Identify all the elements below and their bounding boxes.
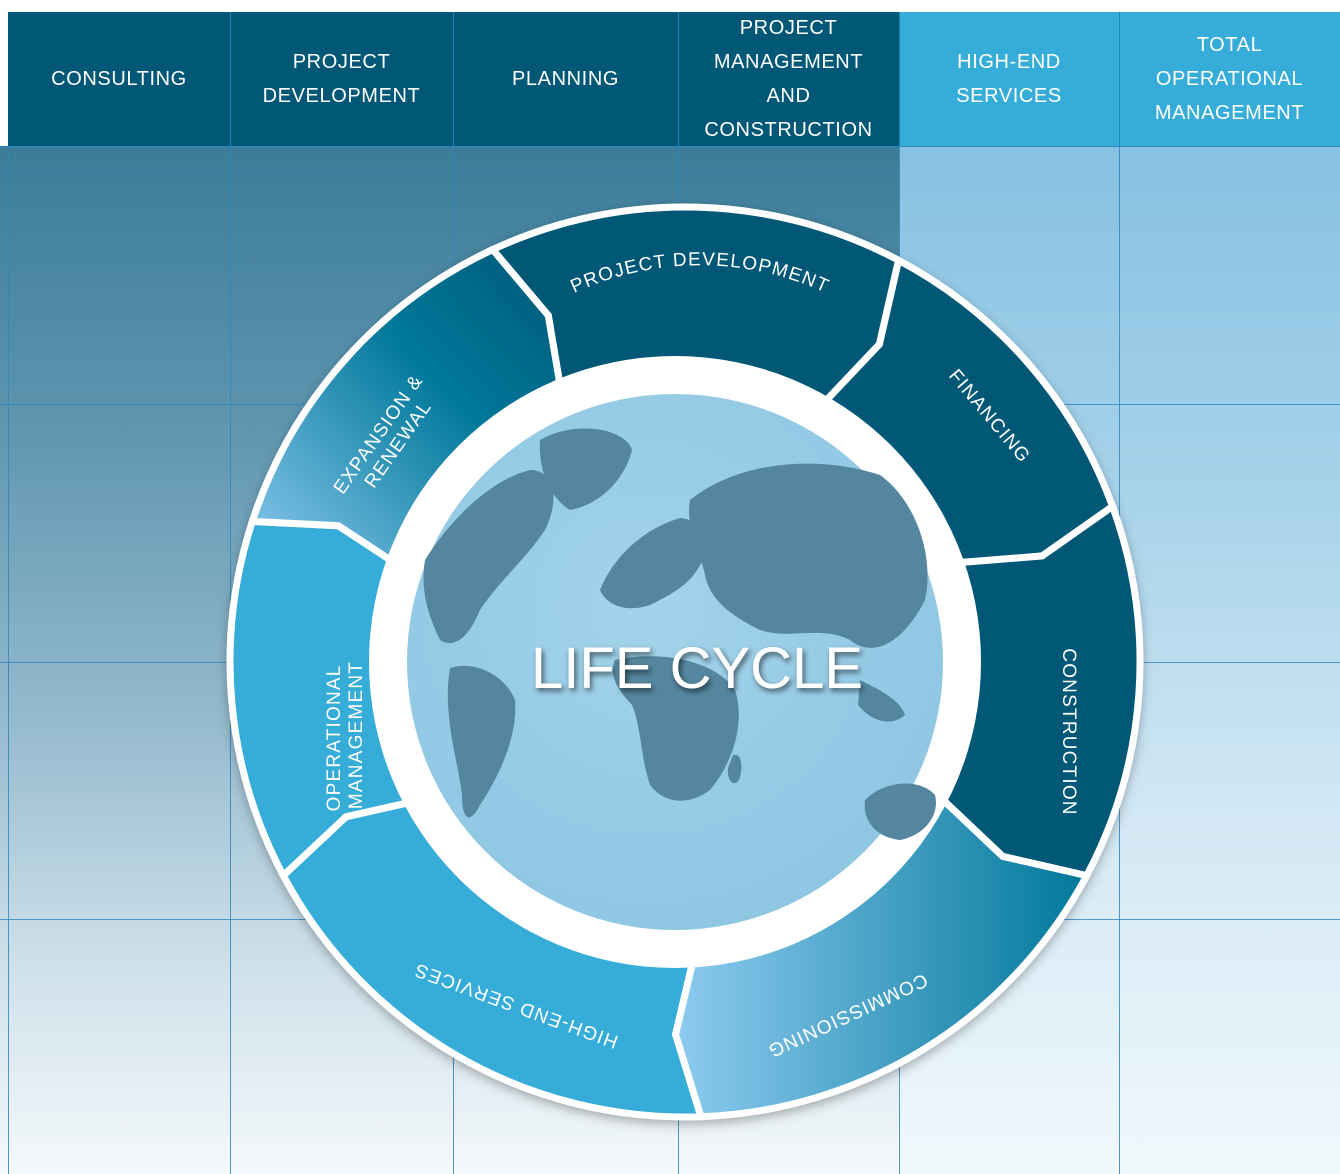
- header-label-consulting: CONSULTING: [51, 68, 187, 90]
- header-label-planning: PLANNING: [511, 68, 620, 90]
- continent-north-america: [423, 470, 554, 644]
- header-total-operational-management: TOTAL OPERATIONAL MANAGEMENT: [1119, 12, 1340, 146]
- continent-australia: [864, 783, 936, 840]
- header-separator: [678, 12, 679, 147]
- continent-southeast-asia: [858, 680, 905, 722]
- header-label-project-management-construction: PROJECT MANAGEMENT AND CONSTRUCTION: [704, 17, 873, 141]
- header-separator: [230, 12, 231, 147]
- header-separator: [899, 12, 900, 147]
- continent-greenland: [539, 428, 632, 510]
- header-high-end-services: HIGH-END SERVICES: [899, 12, 1119, 146]
- continent-europe: [600, 518, 708, 609]
- continent-south-america: [447, 665, 516, 818]
- header-planning: PLANNING: [453, 12, 678, 146]
- header-consulting: CONSULTING: [8, 12, 230, 146]
- header-separator: [1119, 12, 1120, 147]
- globe-continents: [423, 428, 936, 840]
- background-column-consulting: [0, 147, 230, 1174]
- header-bottom-line: [0, 146, 1340, 147]
- continent-asia: [688, 463, 928, 648]
- header-separator: [453, 12, 454, 147]
- header-project-management-construction: PROJECT MANAGEMENT AND CONSTRUCTION: [678, 12, 899, 146]
- segment-label-operational-management-line1: OPERATIONAL: [324, 665, 345, 811]
- header-label-project-development: PROJECT DEVELOPMENT: [262, 51, 421, 107]
- header-label-total-operational-management: TOTAL OPERATIONAL MANAGEMENT: [1154, 34, 1305, 124]
- header-project-development: PROJECT DEVELOPMENT: [230, 12, 453, 146]
- background-column-total-operational: [1119, 147, 1340, 1174]
- grid-line: [8, 147, 9, 1174]
- segment-label-operational-management-line2: MANAGEMENT: [346, 661, 367, 809]
- segment-label-construction: CONSTRUCTION: [1058, 648, 1079, 815]
- center-title: LIFE CYCLE: [531, 636, 863, 701]
- continent-africa: [612, 656, 739, 801]
- header-label-high-end-services: HIGH-END SERVICES: [956, 51, 1062, 107]
- continent-madagascar: [727, 754, 742, 784]
- segment-label-operational-management: OPERATIONAL MANAGEMENT: [324, 659, 367, 812]
